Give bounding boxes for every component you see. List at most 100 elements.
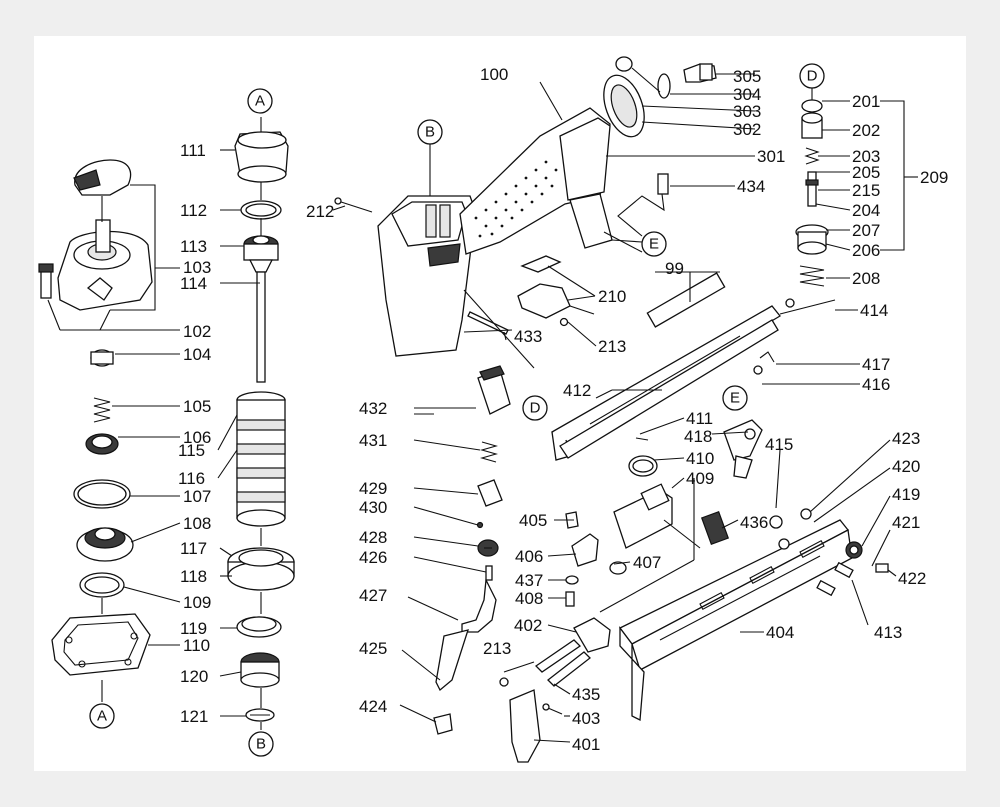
leader-lines-cyl	[217, 117, 262, 730]
label-304: 304	[733, 85, 761, 104]
label-207: 207	[852, 221, 880, 240]
label-201: 201	[852, 92, 880, 111]
label-119: 119	[180, 619, 207, 638]
cap-assembly	[38, 159, 153, 311]
label-421: 421	[892, 513, 920, 532]
label-301: 301	[757, 147, 785, 166]
label-423: 423	[892, 429, 920, 448]
label-118: 118	[180, 567, 207, 586]
label-120: 120	[180, 667, 208, 686]
label-437: 437	[515, 571, 543, 590]
label-402: 402	[514, 616, 542, 635]
exhaust-assembly	[539, 56, 756, 253]
callout-a-bottom: A	[97, 708, 107, 725]
label-401: 401	[572, 735, 600, 754]
callout-e-mid-circle	[722, 385, 748, 411]
grip-texture	[474, 160, 558, 238]
label-406: 406	[515, 547, 543, 566]
label-416: 416	[862, 375, 890, 394]
trigger-assembly	[399, 289, 535, 735]
label-100: 100	[480, 65, 508, 84]
label-103: 103	[183, 258, 211, 277]
valve-stack-left	[51, 349, 151, 676]
callout-e-top-circle	[641, 231, 667, 257]
label-403: 403	[572, 709, 600, 728]
label-116: 116	[178, 469, 205, 488]
label-105: 105	[183, 397, 211, 416]
clip-parts	[467, 255, 597, 347]
label-106: 106	[183, 428, 211, 447]
label-419: 419	[892, 485, 920, 504]
label-114: 114	[180, 274, 207, 293]
callout-d-mid-circle	[522, 395, 548, 421]
label-404: 404	[766, 623, 794, 642]
label-431: 431	[359, 431, 387, 450]
label-210: 210	[598, 287, 626, 306]
label-414: 414	[860, 301, 888, 320]
label-425: 425	[359, 639, 387, 658]
label-415: 415	[765, 435, 793, 454]
label-413: 413	[874, 623, 902, 642]
label-205: 205	[852, 163, 880, 182]
label-435: 435	[572, 685, 600, 704]
label-428: 428	[359, 528, 387, 547]
label-302: 302	[733, 120, 761, 139]
label-430: 430	[359, 498, 387, 517]
label-411: 411	[686, 409, 713, 428]
label-121: 121	[180, 707, 208, 726]
label-213-lower: 213	[483, 639, 511, 658]
callout-a-bottom-circle	[89, 703, 115, 729]
label-208: 208	[852, 269, 880, 288]
label-102: 102	[183, 322, 211, 341]
label-206: 206	[852, 241, 880, 260]
label-115: 115	[178, 441, 205, 460]
label-215: 215	[852, 181, 880, 200]
callout-a-top-circle	[247, 88, 273, 114]
magazine-upper	[551, 271, 860, 461]
label-212: 212	[306, 202, 334, 221]
housing-body	[332, 107, 613, 357]
label-427: 427	[359, 586, 387, 605]
label-111: 111	[180, 141, 206, 160]
label-410: 410	[686, 449, 714, 468]
label-407: 407	[633, 553, 661, 572]
leader-lines-left	[47, 184, 181, 702]
label-213-upper: 213	[598, 337, 626, 356]
label-436: 436	[740, 513, 768, 532]
callout-d-mid: D	[530, 400, 541, 417]
callout-b-top: B	[425, 124, 435, 141]
trigger-valve	[795, 88, 918, 287]
callout-d-top-circle	[799, 63, 825, 89]
label-113: 113	[180, 237, 207, 256]
label-202: 202	[852, 121, 880, 140]
label-432: 432	[359, 399, 387, 418]
label-107: 107	[183, 487, 211, 506]
label-110: 110	[183, 636, 210, 655]
label-117: 117	[180, 539, 207, 558]
label-422: 422	[898, 569, 926, 588]
label-303: 303	[733, 102, 761, 121]
label-104: 104	[183, 345, 211, 364]
label-418: 418	[684, 427, 712, 446]
label-204: 204	[852, 201, 880, 220]
label-408: 408	[515, 589, 543, 608]
part-labels: 99 100 102 103 104 105 106 107 108 109 1…	[178, 65, 948, 754]
label-108: 108	[183, 514, 211, 533]
label-109: 109	[183, 593, 211, 612]
label-412: 412	[563, 381, 591, 400]
label-209: 209	[920, 168, 948, 187]
nose-assembly	[414, 413, 897, 763]
callout-e-mid: E	[730, 390, 740, 407]
label-409: 409	[686, 469, 714, 488]
label-203: 203	[852, 147, 880, 166]
label-420: 420	[892, 457, 920, 476]
label-429: 429	[359, 479, 387, 498]
label-99: 99	[665, 259, 684, 278]
callout-d-top: D	[807, 68, 818, 85]
reference-callouts: A A B B D D E E	[89, 63, 825, 757]
callout-e-top: E	[649, 236, 659, 253]
callout-b-bottom-circle	[248, 731, 274, 757]
callout-a-top: A	[255, 93, 265, 110]
label-112: 112	[180, 201, 207, 220]
